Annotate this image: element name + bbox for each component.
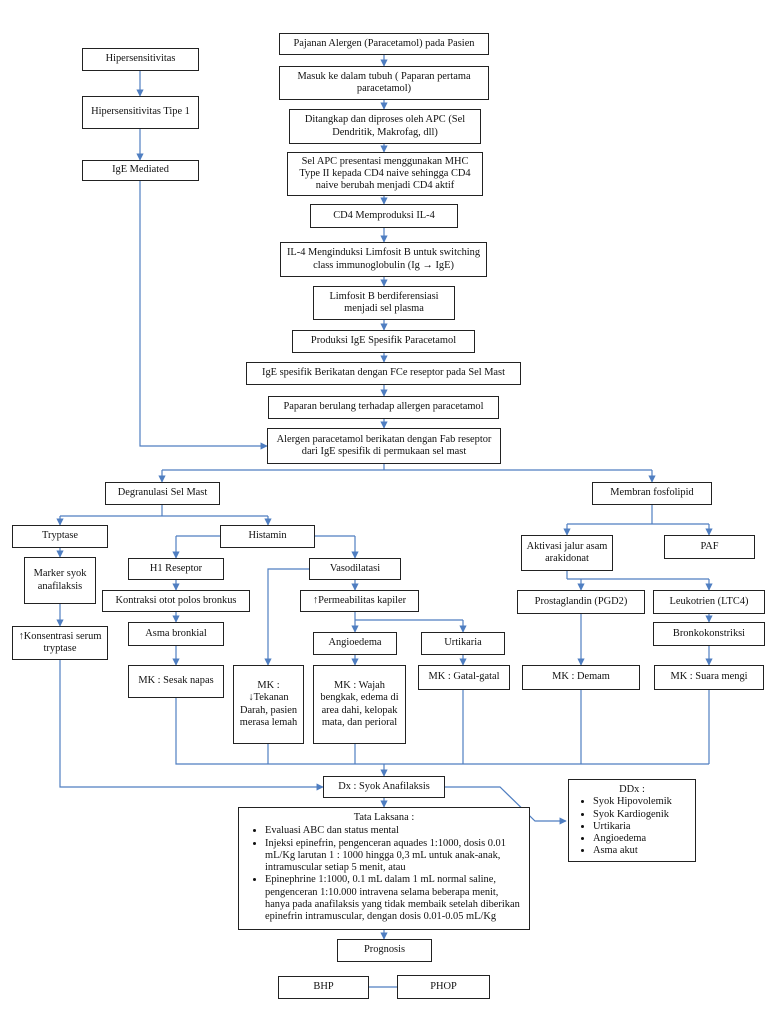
node-aktivasi: Aktivasi jalur asam arakidonat [521,535,613,571]
node-bhp: BHP [278,976,369,999]
node-vasodilatasi: Vasodilatasi [309,558,401,580]
tata-laksana-list: Evaluasi ABC dan status mental Injeksi e… [247,825,521,923]
arrow-dx-ddx [445,786,567,825]
node-bronkokonstriksi: Bronkokonstriksi [653,622,765,646]
node-marker: Marker syok anafilaksis [24,557,96,604]
node-hipersensitivitas: Hipersensitivitas [82,48,199,71]
node-pajanan: Pajanan Alergen (Paracetamol) pada Pasie… [279,33,489,55]
tata-laksana-item: Evaluasi ABC dan status mental [265,825,521,837]
arrow-vaso-tekanan [264,568,309,666]
node-mk-sesak: MK : Sesak napas [128,665,224,698]
node-leukotrien: Leukotrien (LTC4) [653,590,765,614]
node-dx: Dx : Syok Anafilaksis [323,776,445,798]
tata-laksana-item: Epinephrine 1:1000, 0.1 mL dalam 1 mL no… [265,874,521,923]
node-alergen-ikatan: Alergen paracetamol berikatan dengan Fab… [267,428,501,464]
arrow-alergen-split [162,464,652,471]
node-kontraksi: Kontraksi otot polos bronkus [102,590,250,612]
ddx-list: Syok Hipovolemik Syok Kardiogenik Urtika… [575,796,689,857]
node-tryptase: Tryptase [12,525,108,548]
node-permeabilitas: ↑Permeabilitas kapiler [300,590,419,612]
node-mk-wajah: MK : Wajah bengkak, edema di area dahi, … [313,665,406,744]
node-ige-mediated: IgE Mediated [82,160,199,181]
ddx-item: Asma akut [593,845,689,857]
node-masuk: Masuk ke dalam tubuh ( Paparan pertama p… [279,66,489,100]
node-mk-demam: MK : Demam [522,665,640,690]
ddx-item: Angioedema [593,833,689,845]
node-paparan-berulang: Paparan berulang terhadap allergen parac… [268,396,499,419]
node-mk-suara: MK : Suara mengi [654,665,764,690]
line-mk-collect [175,690,710,765]
arrow-permeabilitas-split [354,612,463,621]
node-prognosis: Prognosis [337,939,432,962]
node-h1-reseptor: H1 Reseptor [128,558,224,580]
node-paf: PAF [664,535,755,559]
node-ditangkap: Ditangkap dan diproses oleh APC (Sel Den… [289,109,481,144]
node-asma-bronkial: Asma bronkial [128,622,224,646]
arrow-aktivasi-split [566,571,709,580]
arrow-ige-to-alergen [139,181,268,450]
node-prostaglandin: Prostaglandin (PGD2) [517,590,645,614]
ddx-title: DDx : [619,784,645,795]
node-cd4: CD4 Memproduksi IL-4 [310,204,458,228]
node-ige-spesifik: IgE spesifik Berikatan dengan FCe resept… [246,362,521,385]
arrow-membran-split [567,505,709,525]
arrow-degranulasi-split [60,505,268,517]
tata-laksana-item: Injeksi epinefrin, pengenceran aquades 1… [265,838,521,875]
node-sel-apc: Sel APC presentasi menggunakan MHC Type … [287,152,483,196]
tata-laksana-title: Tata Laksana : [353,812,415,823]
node-il4: IL-4 Menginduksi Limfosit B untuk switch… [280,242,487,277]
node-membran: Membran fosfolipid [592,482,712,505]
node-mk-tekanan: MK : ↓Tekanan Darah, pasien merasa lemah [233,665,304,744]
node-histamin: Histamin [220,525,315,548]
ddx-item: Urtikaria [593,821,689,833]
node-hipersensitivitas-tipe1: Hipersensitivitas Tipe 1 [82,96,199,129]
ddx-item: Syok Hipovolemik [593,796,689,808]
ddx-item: Syok Kardiogenik [593,809,689,821]
node-urtikaria: Urtikaria [421,632,505,655]
node-produksi: Produksi IgE Spesifik Paracetamol [292,330,475,353]
node-mk-gatal: MK : Gatal-gatal [418,665,510,690]
node-phop: PHOP [397,975,490,999]
node-konsentrasi: ↑Konsentrasi serum tryptase [12,626,108,660]
arrow-konsentrasi-dx [59,660,324,791]
node-angioedema: Angioedema [313,632,397,655]
node-degranulasi: Degranulasi Sel Mast [105,482,220,505]
node-limfosit: Limfosit B berdiferensiasi menjadi sel p… [313,286,455,320]
node-tata-laksana: Tata Laksana : Evaluasi ABC dan status m… [238,807,530,930]
node-ddx: DDx : Syok Hipovolemik Syok Kardiogenik … [568,779,696,862]
